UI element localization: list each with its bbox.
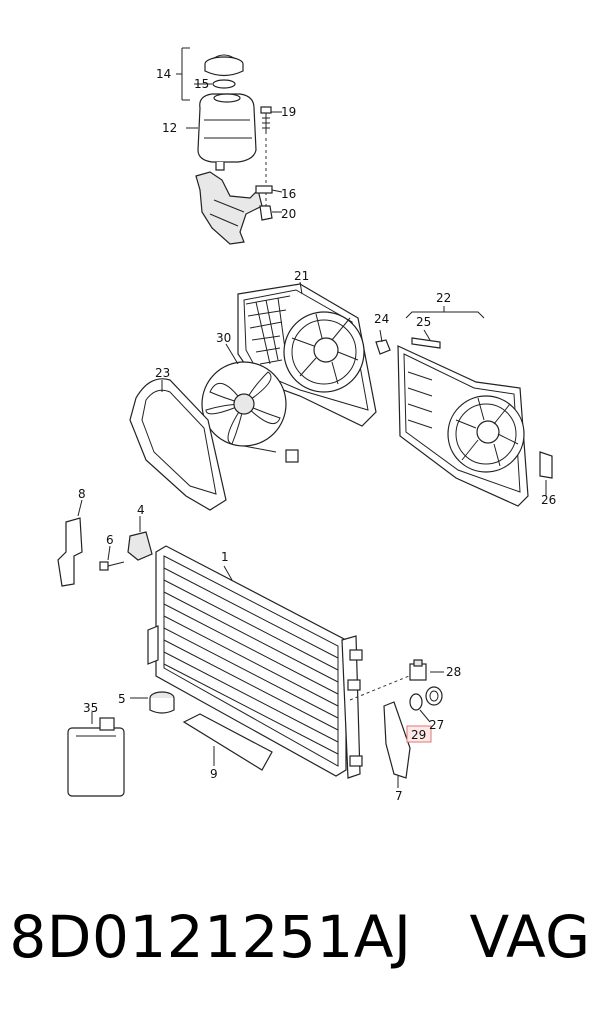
callout-22: 22 (436, 291, 451, 305)
callout-1: 1 (221, 550, 229, 564)
callout-labels: 14 15 12 19 16 20 21 22 25 24 30 23 26 8… (78, 67, 556, 803)
rubber-mount-5 (149, 691, 175, 714)
callout-5: 5 (118, 692, 126, 706)
callout-26: 26 (541, 493, 556, 507)
expansion-tank (197, 93, 257, 171)
callout-24: 24 (374, 312, 389, 326)
reservoir-bracket (195, 171, 273, 245)
callout-30: 30 (216, 331, 231, 345)
bracket-8 (57, 517, 83, 587)
callout-25: 25 (416, 315, 431, 329)
callout-12: 12 (162, 121, 177, 135)
coolant-bottle-35 (67, 717, 125, 797)
callout-7: 7 (395, 789, 403, 803)
fan-30 (201, 361, 299, 463)
callout-28: 28 (446, 665, 461, 679)
bolt-6 (99, 561, 125, 571)
fan-assembly-22 (397, 306, 553, 507)
callout-8: 8 (78, 487, 86, 501)
callout-20: 20 (281, 207, 296, 221)
nut-24 (375, 339, 391, 355)
callout-35: 35 (83, 701, 98, 715)
callout-27: 27 (429, 718, 444, 732)
cap-seal-ring (212, 79, 236, 89)
callout-16: 16 (281, 187, 296, 201)
mount-4 (127, 531, 153, 561)
part-number-footer: 8D0121251AJ VAG (0, 892, 600, 982)
part-number: 8D0121251AJ (9, 903, 412, 971)
callout-4: 4 (137, 503, 145, 517)
brand-name: VAG (469, 903, 591, 971)
callout-21: 21 (294, 269, 309, 283)
plug-29 (425, 686, 443, 706)
callout-14: 14 (156, 67, 171, 81)
callout-15: 15 (194, 77, 209, 91)
coolant-sensor-28 (409, 659, 427, 681)
highlight-box-29 (406, 725, 432, 743)
callout-23: 23 (155, 366, 170, 380)
callout-9: 9 (210, 767, 218, 781)
air-guide-9 (182, 713, 273, 771)
fan-ring-23 (129, 378, 227, 511)
callout-29: 29 (411, 728, 426, 742)
coolant-reservoir-group (176, 47, 283, 245)
bracket-7 (383, 701, 411, 779)
exploded-parts-diagram: 14 15 12 19 16 20 21 22 25 24 30 23 26 8… (57, 47, 556, 803)
bolt (260, 106, 272, 134)
seal-ring-27 (409, 693, 423, 711)
callout-6: 6 (106, 533, 114, 547)
radiator (147, 545, 363, 779)
reservoir-cap (204, 54, 244, 77)
callout-19: 19 (281, 105, 296, 119)
